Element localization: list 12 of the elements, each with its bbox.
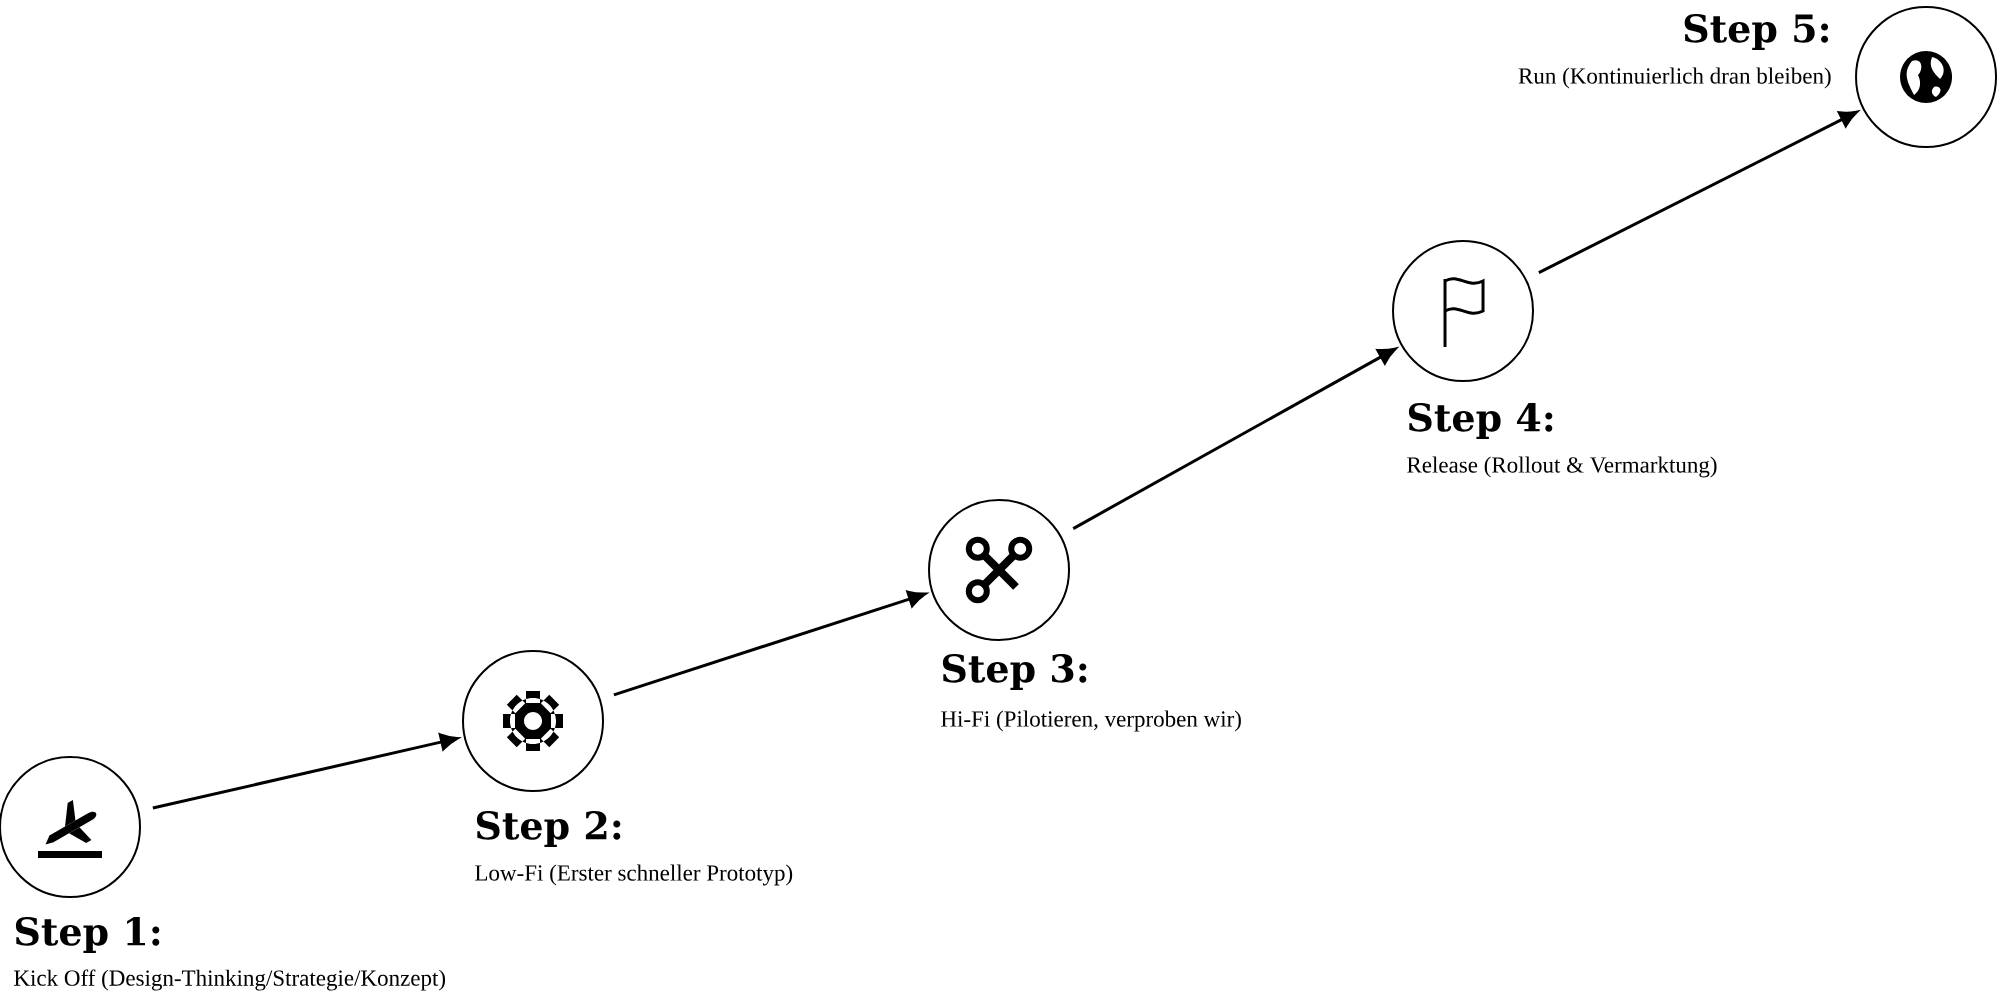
step-heading: Step 3: xyxy=(942,653,1087,691)
step-heading: Step 4: xyxy=(1408,402,1553,440)
arrow xyxy=(1538,110,1858,274)
step-description: Run (Kontinuierlich dran bleiben) xyxy=(1518,67,1831,89)
step-description: Kick Off (Design-Thinking/Strategie/Konzept) xyxy=(14,969,446,991)
step-heading: Step 1: xyxy=(15,916,160,954)
arrow xyxy=(1072,347,1397,530)
step-description: Release (Rollout & Vermarktung) xyxy=(1407,456,1717,478)
step-description: Hi-Fi (Pilotieren, verproben wir) xyxy=(941,710,1241,732)
step-heading: Step 2: xyxy=(476,810,621,848)
step-heading: Step 5: xyxy=(1684,13,1829,51)
step-description: Low-Fi (Erster schneller Prototyp) xyxy=(475,864,793,886)
